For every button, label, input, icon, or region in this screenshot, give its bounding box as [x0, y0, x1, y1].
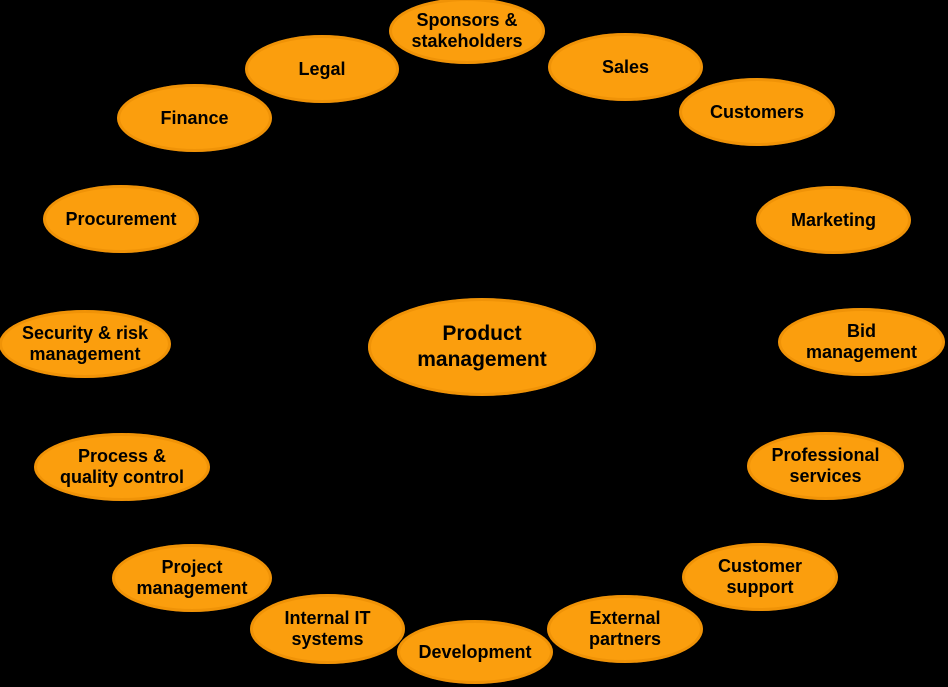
node-label: Procurement — [65, 208, 177, 229]
node-label: Sales — [601, 56, 650, 77]
diagram-node-product-management: Product management — [368, 298, 596, 396]
node-label: Professional services — [771, 445, 880, 486]
diagram-node-external-partners: External partners — [547, 595, 703, 663]
node-label: Finance — [160, 107, 229, 128]
node-label: Security & risk management — [21, 323, 149, 364]
diagram-node-process-quality-control: Process & quality control — [34, 433, 210, 501]
diagram-node-customer-support: Customer support — [682, 543, 838, 611]
node-label: Customer support — [717, 556, 802, 597]
node-label: Bid management — [805, 321, 918, 362]
node-label: Project management — [136, 557, 248, 598]
node-label: External partners — [588, 608, 662, 649]
node-label: Marketing — [790, 209, 877, 230]
node-label: Customers — [709, 101, 805, 122]
node-label: Internal IT systems — [284, 608, 371, 649]
node-label: Development — [418, 641, 532, 662]
hub-label: Product management — [417, 322, 547, 371]
diagram-node-internal-it-systems: Internal IT systems — [250, 594, 405, 664]
diagram-node-customers: Customers — [679, 78, 835, 146]
diagram-node-legal: Legal — [245, 35, 399, 103]
diagram-node-professional-services: Professional services — [747, 432, 904, 500]
diagram-node-project-management: Project management — [112, 544, 272, 612]
diagram-node-finance: Finance — [117, 84, 272, 152]
diagram-node-sponsors-stakeholders: Sponsors & stakeholders — [389, 0, 545, 64]
diagram-node-security-risk-management: Security & risk management — [0, 310, 171, 378]
node-label: Legal — [298, 58, 346, 79]
node-label: Sponsors & stakeholders — [411, 10, 523, 51]
diagram-node-marketing: Marketing — [756, 186, 911, 254]
node-label: Process & quality control — [59, 446, 184, 487]
diagram-node-development: Development — [397, 620, 553, 684]
diagram-node-procurement: Procurement — [43, 185, 199, 253]
diagram-node-sales: Sales — [548, 33, 703, 101]
diagram-node-bid-management: Bid management — [778, 308, 945, 376]
